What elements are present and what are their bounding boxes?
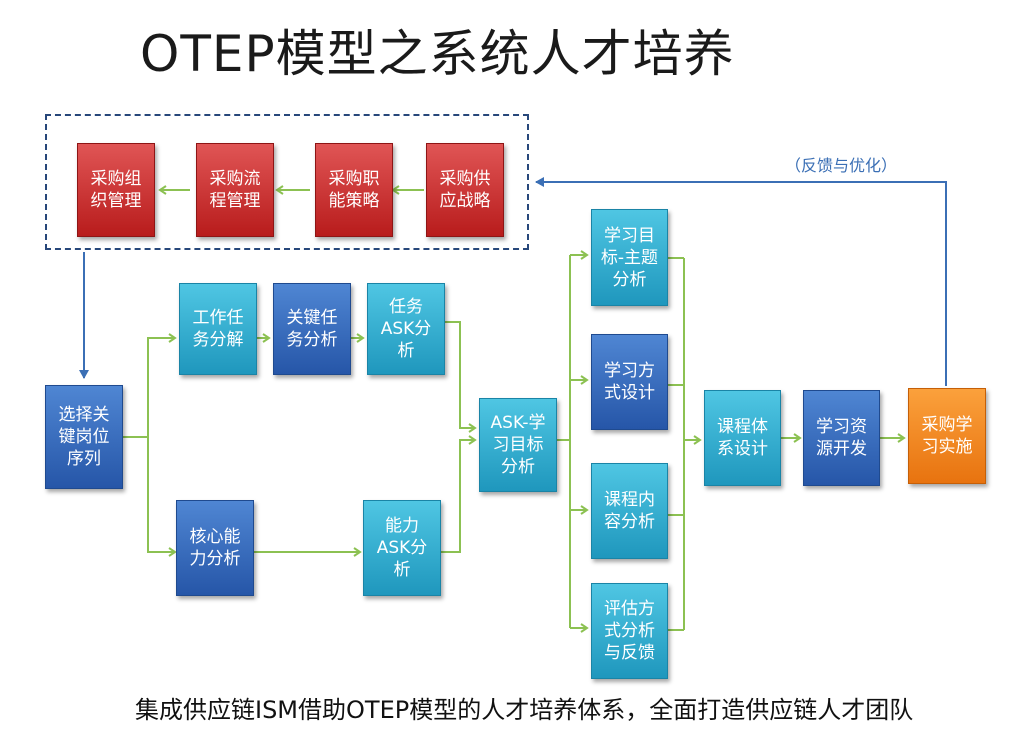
arrow-select-to-core — [147, 437, 177, 557]
node-label: 采购供应战略 — [439, 169, 491, 211]
feedback-label: （反馈与优化） — [785, 156, 898, 175]
arrow-taskask-to-askgoal — [445, 321, 477, 433]
node-label: 关键任务分析 — [286, 308, 338, 350]
node-label: 学习目标-主题分析 — [600, 225, 659, 290]
node-ask-goal: ASK-学习目标分析 — [479, 398, 557, 492]
arrow-feedback-loop — [535, 177, 947, 386]
node-work-task: 工作任务分解 — [179, 283, 257, 375]
node-learn-resource: 学习资源开发 — [803, 390, 880, 486]
node-key-task: 关键任务分析 — [273, 283, 351, 375]
node-label: 工作任务分解 — [192, 308, 244, 350]
node-label: 核心能力分析 — [189, 527, 241, 569]
node-label: 选择关键岗位序列 — [58, 405, 110, 469]
footer-caption: 集成供应链ISM借助OTEP模型的人才培养体系，全面打造供应链人才团队 — [135, 696, 914, 724]
arrow-select-to-worktask — [123, 333, 177, 438]
node-learn-method: 学习方式设计 — [591, 334, 668, 430]
node-label: 课程体系设计 — [717, 417, 768, 459]
node-ability-ask: 能力ASK分析 — [363, 500, 441, 596]
node-label: 学习方式设计 — [604, 361, 655, 403]
procurement-group-frame — [45, 114, 529, 250]
node-proc-org: 采购组织管理 — [77, 143, 155, 237]
node-label: 评估方式分析与反馈 — [604, 599, 655, 663]
node-label: 采购流程管理 — [209, 169, 261, 211]
node-label: 采购学习实施 — [921, 415, 973, 457]
node-label: ASK-学习目标分析 — [490, 413, 546, 477]
node-label: 课程内容分析 — [604, 490, 655, 532]
node-select-post: 选择关键岗位序列 — [45, 385, 123, 489]
node-task-ask: 任务ASK分析 — [367, 283, 445, 375]
page-title: OTEP模型之系统人才培养 — [140, 25, 735, 83]
node-proc-flow: 采购流程管理 — [196, 143, 274, 237]
node-label: 任务ASK分析 — [380, 297, 432, 361]
node-proc-func: 采购职能策略 — [315, 143, 393, 237]
node-course-system: 课程体系设计 — [704, 390, 781, 486]
node-goal-topic: 学习目标-主题分析 — [591, 209, 668, 306]
node-course-content: 课程内容分析 — [591, 463, 668, 559]
node-label: 采购职能策略 — [328, 169, 380, 211]
node-eval-method: 评估方式分析与反馈 — [591, 583, 668, 679]
node-label: 能力ASK分析 — [376, 516, 428, 580]
node-core-ability: 核心能力分析 — [176, 500, 254, 596]
node-label: 采购组织管理 — [90, 169, 142, 211]
node-label: 学习资源开发 — [816, 417, 867, 459]
arrow-abilityask-to-askgoal — [441, 435, 477, 553]
node-proc-learning: 采购学习实施 — [908, 388, 986, 484]
node-proc-supply: 采购供应战略 — [426, 143, 504, 237]
